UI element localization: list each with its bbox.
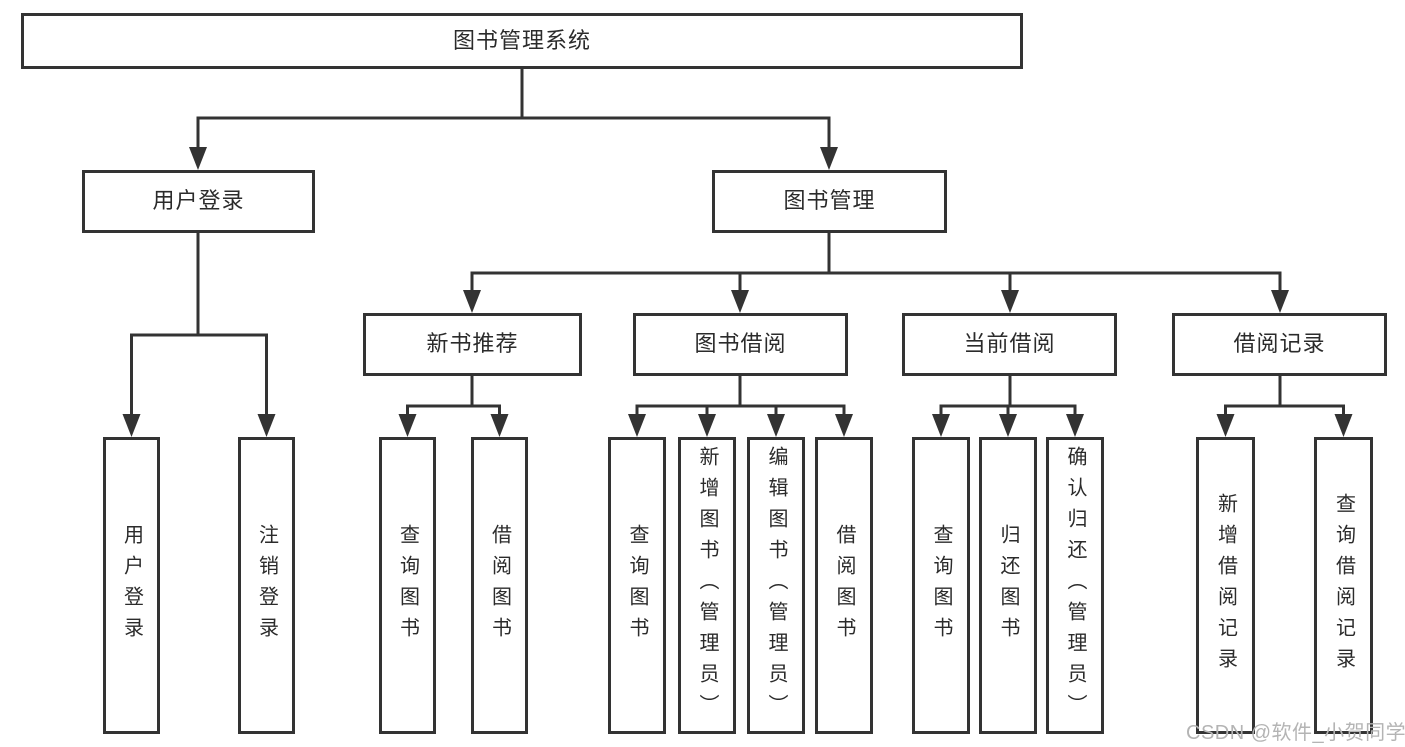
leaf-query-borrow-record: 查询借阅记录 (1314, 437, 1373, 734)
node-book-management: 图书管理 (712, 170, 947, 233)
leaf-confirm-return-admin: 确认归还（管理员） (1046, 437, 1104, 734)
node-library-management-system: 图书管理系统 (21, 13, 1023, 69)
leaf-add-borrow-record: 新增借阅记录 (1196, 437, 1255, 734)
leaf-add-books-admin: 新增图书（管理员） (678, 437, 736, 734)
leaf-query-books-borrow: 查询图书 (608, 437, 666, 734)
watermark-text: CSDN @软件_小贺同学 (1186, 722, 1405, 744)
leaf-borrow-books-recommend: 借阅图书 (471, 437, 528, 734)
node-book-borrowing: 图书借阅 (633, 313, 848, 376)
leaf-borrow-books: 借阅图书 (815, 437, 873, 734)
node-current-borrowing: 当前借阅 (902, 313, 1117, 376)
leaf-query-books-recommend: 查询图书 (379, 437, 436, 734)
leaf-query-books-current: 查询图书 (912, 437, 970, 734)
leaf-return-books: 归还图书 (979, 437, 1037, 734)
leaf-user-login: 用户登录 (103, 437, 160, 734)
node-borrowing-records: 借阅记录 (1172, 313, 1387, 376)
leaf-logout: 注销登录 (238, 437, 295, 734)
node-user-login: 用户登录 (82, 170, 315, 233)
leaf-edit-books-admin: 编辑图书（管理员） (747, 437, 805, 734)
node-new-book-recommendation: 新书推荐 (363, 313, 582, 376)
